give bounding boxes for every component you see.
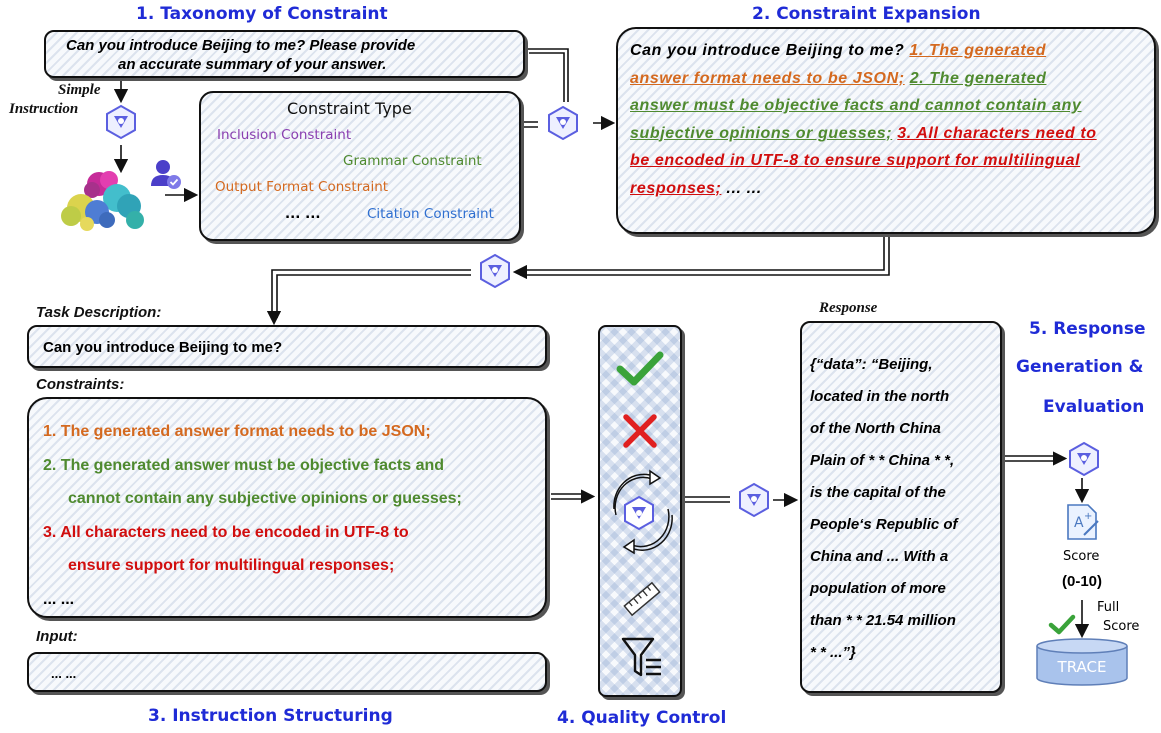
simple-instruction-box: Can you introduce Beijing to me? Please … (44, 30, 525, 78)
expansion-c3c: responses; (630, 179, 722, 197)
title-response-gen-2: Generation & (1016, 357, 1144, 377)
expansion-question: Can you introduce Beijing to me? (630, 42, 905, 59)
expansion-c2c: subjective opinions or guesses; (630, 124, 893, 142)
title-structuring: 3. Instruction Structuring (148, 706, 393, 726)
structured-c3b: ensure support for multilingual response… (68, 557, 395, 574)
structured-c1: 1. The generated answer format needs to … (43, 423, 431, 440)
constraints-box: 1. The generated answer format needs to … (27, 397, 547, 618)
response-line: of the North China (810, 420, 941, 437)
constraint-ellipsis: ... ... (285, 206, 321, 222)
expansion-c1a: 1. The generated (909, 42, 1047, 59)
response-box: {“data”: “Beijing, located in the north … (800, 321, 1002, 693)
simple-label: Simple (58, 82, 101, 98)
expansion-c2b: answer must be objective facts and canno… (630, 97, 1082, 114)
title-expansion: 2. Constraint Expansion (752, 4, 981, 24)
grammar-constraint: Grammar Constraint (343, 153, 482, 169)
cross-icon (623, 414, 657, 448)
svg-text:A: A (1074, 515, 1084, 531)
response-line: is the capital of the (810, 484, 946, 501)
output-format-constraint: Output Format Constraint (215, 179, 389, 195)
title-quality: 4. Quality Control (557, 708, 727, 728)
qwen-logo-icon (477, 253, 513, 289)
simple-instruction-line-2: an accurate summary of your answer. (118, 56, 387, 73)
input-box: ... ... (27, 652, 547, 692)
response-line: * * ...”} (810, 644, 856, 661)
constraints-label: Constraints: (36, 376, 125, 393)
inclusion-constraint: Inclusion Constraint (217, 127, 352, 143)
title-response-gen-1: 5. Response (1029, 319, 1146, 339)
qwen-logo-icon (103, 104, 139, 140)
input-label: Input: (36, 628, 78, 645)
database-icon: TRACE (1035, 638, 1129, 686)
response-line: {“data”: “Beijing, (810, 356, 933, 373)
task-description-text: Can you introduce Beijing to me? (43, 339, 283, 356)
input-text: ... ... (51, 666, 77, 681)
trace-label: TRACE (1057, 658, 1107, 676)
expansion-c2a: 2. The generated (909, 69, 1047, 87)
expansion-c3a: 3. All characters need to (897, 124, 1097, 142)
response-line: located in the north (810, 388, 950, 405)
structured-c2a: 2. The generated answer must be objectiv… (43, 456, 445, 474)
check-icon (1048, 614, 1076, 635)
constraint-type-header: Constraint Type (287, 99, 412, 118)
task-description-label: Task Description: (36, 304, 162, 321)
citation-constraint: Citation Constraint (367, 206, 494, 222)
grade-icon: A + (1067, 504, 1099, 540)
qwen-logo-icon (736, 482, 772, 518)
qwen-logo-icon (621, 495, 657, 531)
structured-c3a: 3. All characters need to be encoded in … (43, 523, 409, 541)
expansion-box: Can you introduce Beijing to me? 1. The … (616, 27, 1156, 234)
constraint-type-box: Constraint Type Inclusion Constraint Gra… (199, 91, 521, 241)
protein-cluster-icon (61, 171, 144, 231)
response-line: People‘s Republic of (810, 516, 958, 533)
user-check-icon (151, 160, 181, 189)
check-icon (616, 351, 664, 386)
structured-c2b: cannot contain any subjective opinions o… (68, 490, 462, 507)
task-description-box: Can you introduce Beijing to me? (27, 325, 547, 368)
response-line: than * * 21.54 million (810, 612, 956, 629)
response-line: China and ... With a (810, 548, 949, 565)
filter-icon (621, 637, 661, 677)
full-score-line-2: Score (1103, 619, 1140, 634)
qwen-logo-icon (545, 105, 581, 141)
qwen-logo-icon (1066, 441, 1102, 477)
ruler-icon (623, 581, 661, 617)
instruction-label: Instruction (9, 101, 79, 117)
svg-text:+: + (1084, 511, 1092, 522)
title-response-gen-3: Evaluation (1043, 397, 1145, 417)
simple-instruction-line-1: Can you introduce Beijing to me? Please … (66, 37, 416, 54)
full-score-line-1: Full (1097, 600, 1120, 615)
expansion-c3b: be encoded in UTF-8 to ensure support fo… (630, 152, 1081, 169)
score-label: Score (1063, 549, 1100, 564)
response-line: Plain of * * China * *, (810, 452, 955, 469)
response-line: population of more (810, 580, 946, 597)
refresh-cycle-icon (613, 469, 673, 555)
title-taxonomy: 1. Taxonomy of Constraint (136, 4, 388, 24)
expansion-c1b: answer format needs to be JSON; (630, 69, 905, 87)
response-label: Response (819, 300, 878, 316)
quality-control-panel (598, 325, 682, 697)
score-range: (0-10) (1062, 573, 1103, 590)
structured-ellipsis: ... ... (43, 590, 75, 608)
expansion-ellipsis: ... ... (726, 179, 762, 197)
